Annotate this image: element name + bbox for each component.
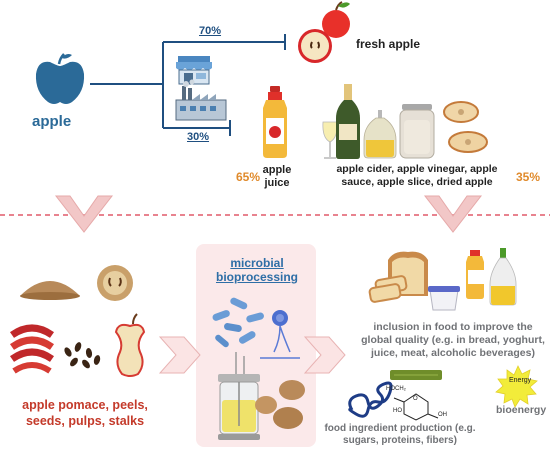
other-products-label: apple cider, apple vinegar, apple sauce,… [336,163,498,188]
apple-icon [35,53,85,104]
small-juice-bottle-image [466,250,484,299]
apple-label: apple [32,113,72,130]
fungus-image [260,310,300,359]
bread-image [368,251,428,303]
market-stall-icon [176,56,212,85]
juice-bottle-image [263,86,287,158]
sugar-molecule-image [393,393,439,421]
protein-image [348,381,393,418]
flow-lines [90,34,286,136]
waste-label: apple pomace, peels, seeds, pulps, stalk… [22,398,148,428]
chem-o: O [413,396,418,402]
energy-burst-icon [495,365,538,408]
oil-bottle-image [489,248,517,306]
rotten-apple-image [97,265,133,301]
bioreactor-image [218,352,260,440]
juice-percentage: 65% [236,170,261,184]
powder-pile-image [20,281,80,300]
cider-bottle-image [336,84,360,159]
apple-sauce-jar-image [399,104,435,159]
apple-peel-image [9,324,55,374]
processed-percentage: 30% [187,131,210,143]
chem-ho: HO [393,408,402,414]
food-inclusion-label: inclusion in food to improve the global … [361,321,545,359]
fiber-image [390,370,442,380]
energy-badge-label: Energy [509,377,532,384]
wine-glass-image [322,121,338,159]
fresh-apple-image [298,1,350,63]
ingredients-label: food ingredient production (e.g. sugars,… [324,423,476,446]
fresh-apple-label: fresh apple [356,37,421,51]
chem-hoch2: HOCH₂ [386,386,406,392]
other-percentage: 35% [516,170,541,184]
right-chevron-right [303,336,346,374]
fresh-percentage: 70% [199,25,222,37]
apple-core-image [114,313,146,377]
down-chevron-right [423,195,483,233]
bioprocessing-title: microbial bioprocessing [215,256,298,284]
bacteria-image [212,297,264,348]
juice-label: apple juice [262,164,292,189]
bioenergy-label: bioenergy [496,404,547,416]
apple-seeds-image [64,342,101,369]
down-chevron-left [54,195,114,233]
potatoes-image [255,380,305,429]
chem-oh: OH [438,412,447,418]
right-chevron-left [158,336,201,374]
vinegar-bottle-image [363,110,397,159]
yoghurt-cup-image [428,286,460,311]
dried-apple-slices-image [443,101,488,153]
factory-icon [175,79,227,121]
